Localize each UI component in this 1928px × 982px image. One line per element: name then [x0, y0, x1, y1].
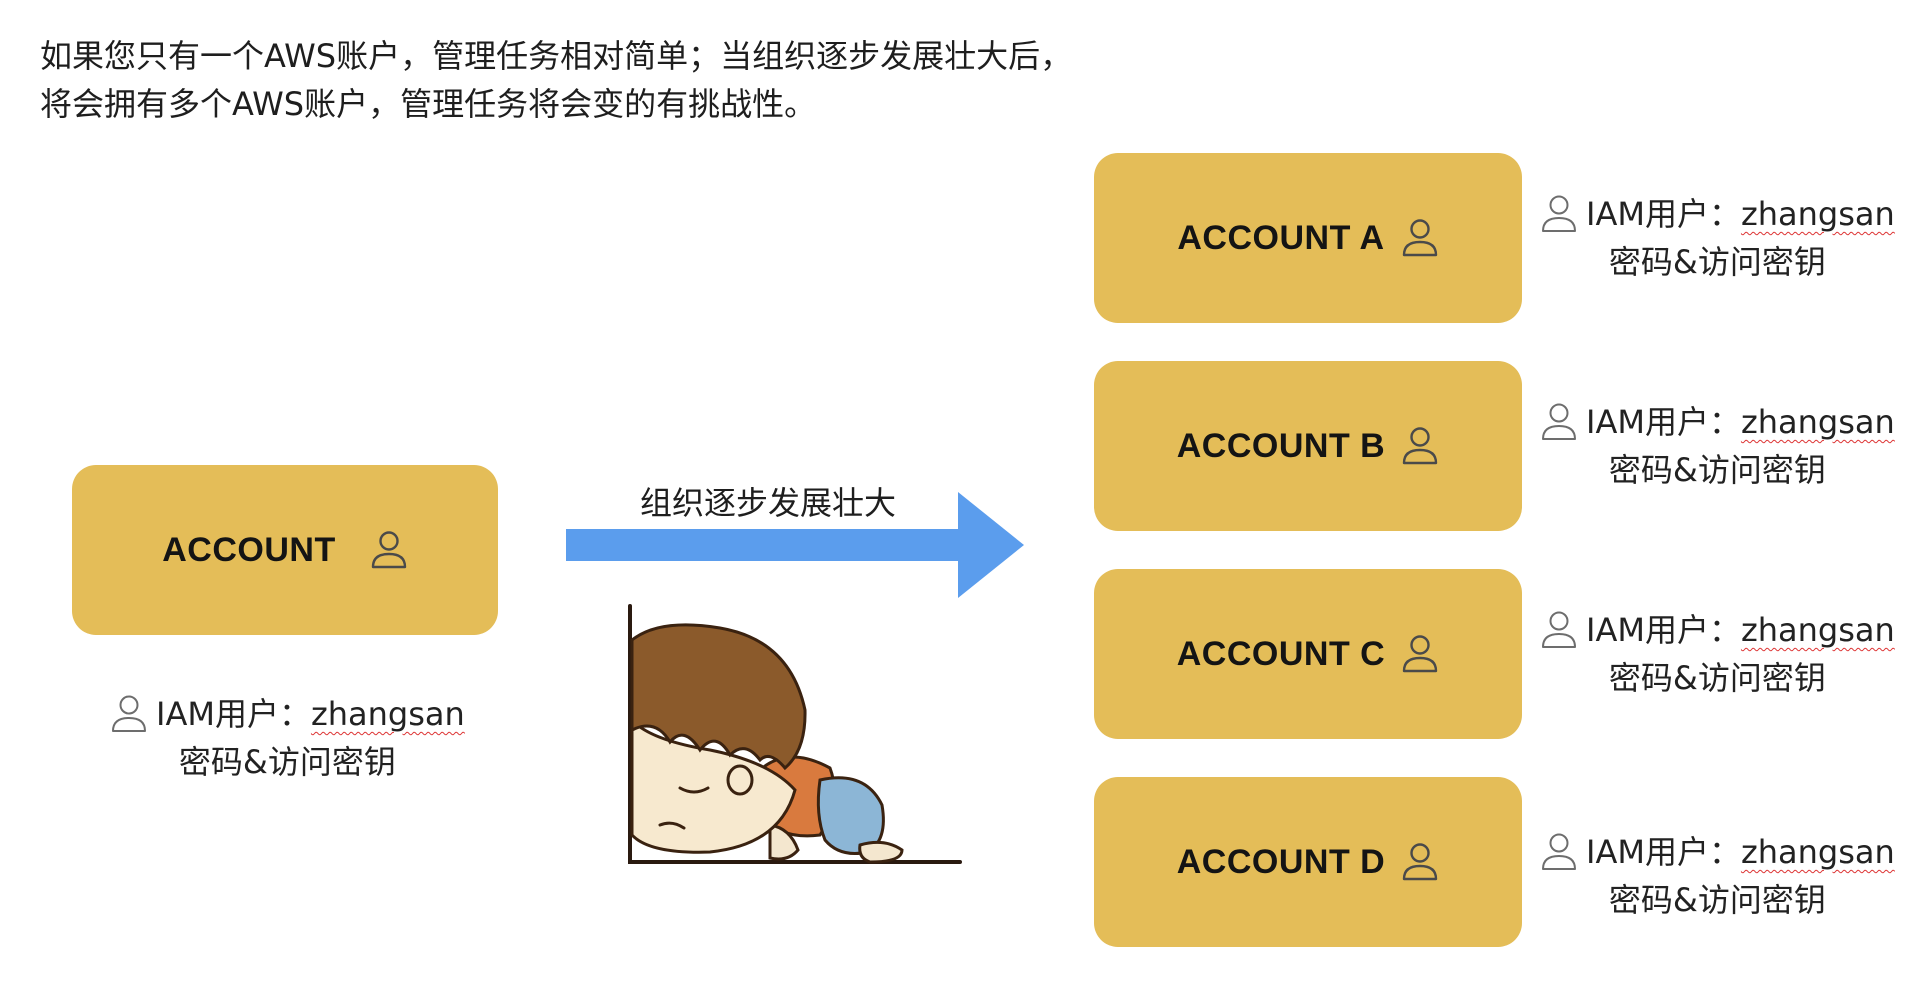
user-icon	[1402, 219, 1437, 257]
account-c-label: ACCOUNT C	[1176, 634, 1386, 673]
iam-username: zhangsan	[1740, 403, 1895, 441]
iam-credentials: 密码&访问密钥	[1608, 881, 1826, 919]
account-d-box: ACCOUNT D	[1094, 777, 1522, 947]
iam-username: zhangsan	[1740, 833, 1895, 871]
intro-line-1: 如果您只有一个AWS账户，管理任务相对简单；当组织逐步发展壮大后，	[40, 37, 1073, 75]
iam-prefix: IAM用户：	[156, 695, 311, 733]
user-outline-icon	[1542, 833, 1576, 870]
iam-username: zhangsan	[310, 695, 465, 733]
account-a-box: ACCOUNT A	[1094, 153, 1522, 323]
single-account-label: ACCOUNT	[162, 530, 336, 569]
iam-prefix: IAM用户：	[1586, 833, 1741, 871]
iam-credentials: 密码&访问密钥	[1608, 243, 1826, 281]
growth-arrow-icon	[566, 492, 1024, 598]
iam-credentials: 密码&访问密钥	[1608, 451, 1826, 489]
intro-line-2: 将会拥有多个AWS账户，管理任务将会变的有挑战性。	[40, 85, 817, 123]
account-a-iam-info: IAM用户： zhangsan 密码&访问密钥	[1540, 190, 1895, 286]
account-b-box: ACCOUNT B	[1094, 361, 1522, 531]
user-icon	[1403, 843, 1438, 881]
account-c-iam-info: IAM用户： zhangsan 密码&访问密钥	[1540, 606, 1895, 702]
account-d-iam-info: IAM用户： zhangsan 密码&访问密钥	[1540, 828, 1895, 924]
user-icon	[371, 531, 406, 569]
account-b-label: ACCOUNT B	[1176, 426, 1386, 465]
iam-username: zhangsan	[1740, 195, 1895, 233]
intro-text: 如果您只有一个AWS账户，管理任务相对简单；当组织逐步发展壮大后， 将会拥有多个…	[40, 32, 1072, 128]
iam-prefix: IAM用户：	[1586, 195, 1741, 233]
user-outline-icon	[1542, 403, 1576, 440]
user-icon	[1403, 635, 1438, 673]
account-a-label: ACCOUNT A	[1177, 218, 1385, 257]
user-outline-icon	[1542, 195, 1576, 232]
account-c-box: ACCOUNT C	[1094, 569, 1522, 739]
iam-prefix: IAM用户：	[1586, 403, 1741, 441]
account-d-label: ACCOUNT D	[1176, 842, 1386, 881]
user-outline-icon	[112, 695, 146, 732]
user-outline-icon	[1542, 611, 1576, 648]
iam-prefix: IAM用户：	[1586, 611, 1741, 649]
user-icon	[1403, 427, 1438, 465]
iam-credentials: 密码&访问密钥	[1608, 659, 1826, 697]
iam-username: zhangsan	[1740, 611, 1895, 649]
single-iam-info: IAM用户： zhangsan 密码&访问密钥	[110, 690, 465, 786]
growth-label: 组织逐步发展壮大	[640, 484, 897, 522]
single-account-box: ACCOUNT	[72, 465, 498, 635]
account-b-iam-info: IAM用户： zhangsan 密码&访问密钥	[1540, 398, 1895, 494]
iam-credentials: 密码&访问密钥	[178, 743, 396, 781]
frustrated-kid-illustration	[628, 604, 962, 864]
